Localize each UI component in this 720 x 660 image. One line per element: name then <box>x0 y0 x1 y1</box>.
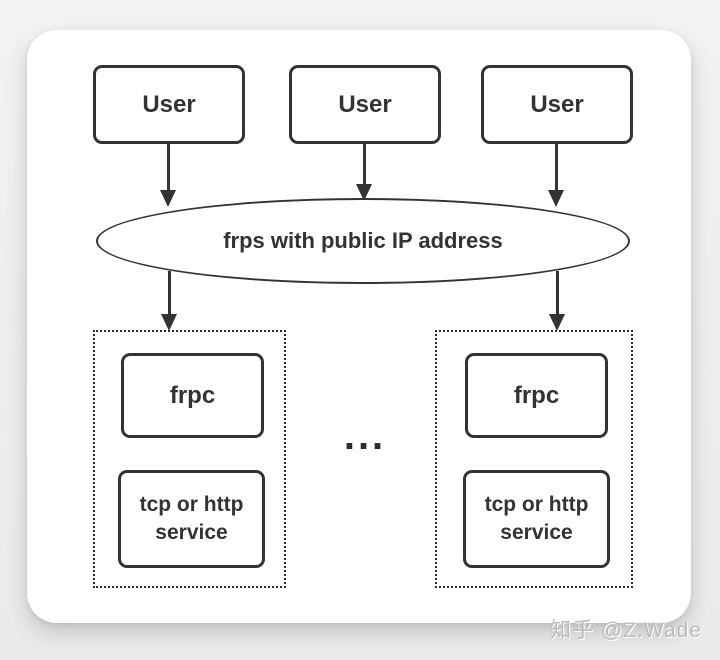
arrow-head-down-icon <box>548 190 564 207</box>
service-node-2-label: tcp or http service <box>484 492 589 544</box>
frpc-node-2-label: frpc <box>513 381 560 409</box>
arrow-line <box>363 144 366 184</box>
service-node-1: tcp or http service <box>118 470 265 568</box>
user-node-3: User <box>481 65 633 144</box>
arrow-head-down-icon <box>356 184 372 201</box>
user-node-1-label: User <box>142 90 196 118</box>
arrow-line <box>556 271 559 314</box>
arrow-head-down-icon <box>549 314 565 331</box>
service-node-2: tcp or http service <box>463 470 610 568</box>
client-group-1: frpc tcp or http service <box>93 330 286 588</box>
arrow-line <box>168 271 171 314</box>
zhihu-watermark: 知乎 @Z.Wade <box>550 619 702 642</box>
arrow-head-down-icon <box>161 314 177 331</box>
user-node-2: User <box>289 65 441 144</box>
more-clients-ellipsis: ... <box>343 414 387 458</box>
service-node-1-label: tcp or http service <box>139 492 244 544</box>
user-node-3-label: User <box>530 90 584 118</box>
arrow-head-down-icon <box>160 190 176 207</box>
frps-server-node: frps with public IP address <box>96 198 630 284</box>
arrow-line <box>555 144 558 190</box>
user-node-1: User <box>93 65 245 144</box>
frpc-node-1: frpc <box>121 353 264 438</box>
user-node-2-label: User <box>338 90 392 118</box>
frps-server-label: frps with public IP address <box>223 228 503 253</box>
arrow-line <box>167 144 170 190</box>
client-group-2: frpc tcp or http service <box>435 330 633 588</box>
frpc-node-2: frpc <box>465 353 608 438</box>
frpc-node-1-label: frpc <box>169 381 216 409</box>
